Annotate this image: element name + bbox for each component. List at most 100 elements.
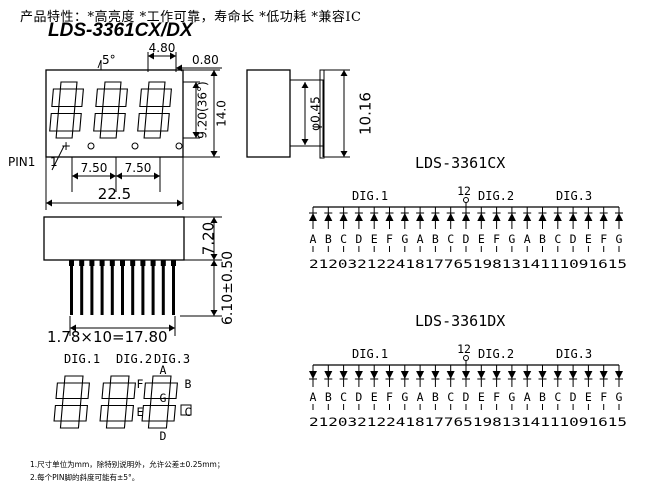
segment-label-13: F (493, 390, 500, 404)
pin-number-5: 1 (367, 257, 377, 271)
pin-number-21: 15 (608, 415, 627, 429)
pin-pitch-arrow-right (169, 324, 175, 332)
legend-digit-3-seg-a (151, 375, 172, 384)
pin-number-19: 9 (579, 415, 589, 429)
pin-number-4: 2 (357, 415, 367, 429)
pin-number-1: 21 (309, 257, 328, 271)
front-dp-2 (131, 142, 139, 150)
pitch-dim-2-arrow-right (154, 172, 160, 180)
pin-number-4: 2 (357, 257, 367, 271)
circuit-digit-label-1: DIG.1 (352, 347, 388, 361)
legend-digit-1-seg-d (59, 420, 80, 429)
pin-number-10: 7 (444, 257, 454, 271)
segment-label-4: D (355, 232, 362, 246)
diode-8 (416, 371, 425, 379)
legend-digit-1-seg-e (53, 404, 64, 422)
diode-17 (553, 371, 562, 379)
legend-digit-1-seg-b (80, 382, 90, 400)
body-width-dim-label: 22.5 (98, 185, 131, 203)
segment-width-dim-arrow-right (170, 52, 176, 60)
front-digit-2-seg-f (95, 88, 105, 108)
segment-label-16: B (539, 232, 546, 246)
legend-digit-1-seg-a (63, 375, 84, 384)
front-digit-1-seg-c (72, 112, 82, 132)
body-height-dim-arrow-top (210, 70, 218, 76)
segment-label-1: A (310, 232, 317, 246)
segment-label-5: E (371, 390, 378, 404)
pin-length-dim-arrow-bottom (210, 254, 218, 260)
front-digit-2-seg-d (99, 130, 118, 139)
digit-height-dim-arrow-top (192, 82, 200, 88)
pin-number-8: 18 (405, 257, 424, 271)
segment-label-11: D (463, 390, 470, 404)
pin-number-19: 9 (579, 257, 589, 271)
bottom-pin-shoulder-1 (69, 260, 74, 266)
digit-height-dim-arrow-bottom (192, 132, 200, 138)
diode-7 (400, 213, 409, 221)
lead-length-dim-arrow-bottom (210, 310, 218, 316)
diode-15 (523, 371, 532, 379)
pin-number-11: 6 (454, 257, 464, 271)
front-digit-3-seg-f (139, 88, 149, 108)
diode-19 (584, 371, 593, 379)
front-dp-1 (87, 142, 95, 150)
pin-number-18: 10 (560, 415, 579, 429)
legend-digit-1 (53, 375, 90, 429)
front-digit-1-seg-f (51, 88, 61, 108)
segment-label-7: G (401, 232, 408, 246)
bottom-pin-shoulder-4 (99, 260, 105, 266)
model-title: LDS-3361CX/DX (48, 20, 193, 41)
diode-17 (553, 213, 562, 221)
segment-label-15: A (524, 390, 531, 404)
pin-number-17: 11 (540, 415, 559, 429)
angle-label: 5° (102, 53, 116, 67)
pin1-number: 1 (50, 155, 58, 169)
diode-16 (538, 371, 547, 379)
bottom-pin-shoulder-7 (130, 260, 136, 266)
front-digit-1-seg-e (49, 112, 59, 132)
front-digit-3-seg-e (137, 112, 147, 132)
front-digit-2-seg-b (118, 88, 128, 108)
diode-5 (370, 371, 379, 379)
pin-diameter-dim-arrow-top (301, 82, 309, 88)
pitch-dim-1-arrow-right (110, 172, 116, 180)
diode-10 (446, 371, 455, 379)
pin-number-3: 3 (348, 415, 358, 429)
segment-label-19: E (585, 232, 592, 246)
legend-digit-2-seg-c (124, 404, 135, 422)
front-digit-3-seg-g (145, 105, 164, 115)
pin-number-13: 19 (473, 257, 492, 271)
diode-11 (462, 213, 470, 221)
segment-label-8: A (417, 390, 424, 404)
legend-digit-2-seg-e (99, 404, 110, 422)
front-digit-1-seg-d (55, 130, 74, 139)
bottom-pin-2 (80, 260, 84, 315)
segment-label-13: F (493, 232, 500, 246)
legend-digit-2-seg-f (101, 382, 111, 400)
legend-digit-2-seg-a (109, 375, 130, 384)
stroke-dim-arrow (176, 64, 182, 72)
segment-label-10: C (447, 232, 454, 246)
segment-label-6: F (386, 390, 393, 404)
front-digit-1-seg-a (59, 81, 78, 90)
pin-number-16: 14 (521, 415, 540, 429)
pin1-leader (51, 145, 65, 171)
legend-digit-3 (141, 375, 178, 429)
front-digit-2-seg-e (93, 112, 103, 132)
bottom-pin-1 (70, 260, 73, 315)
legend-digit-3-seg-f (143, 382, 153, 400)
segment-label-9: B (432, 390, 439, 404)
pin-number-5: 1 (367, 415, 377, 429)
circuit-digit-label-2: DIG.2 (478, 347, 514, 361)
pitch-dim-2-arrow-left (116, 172, 122, 180)
segment-label-20: F (600, 390, 607, 404)
segment-label-16: B (539, 390, 546, 404)
diode-18 (569, 371, 578, 379)
diode-15 (523, 213, 532, 221)
diode-4 (354, 213, 363, 221)
angle-slant-line (97, 59, 102, 69)
common-pin-label: 12 (457, 184, 471, 198)
pin-number-12: 5 (463, 257, 473, 271)
front-dp-3 (175, 142, 183, 150)
